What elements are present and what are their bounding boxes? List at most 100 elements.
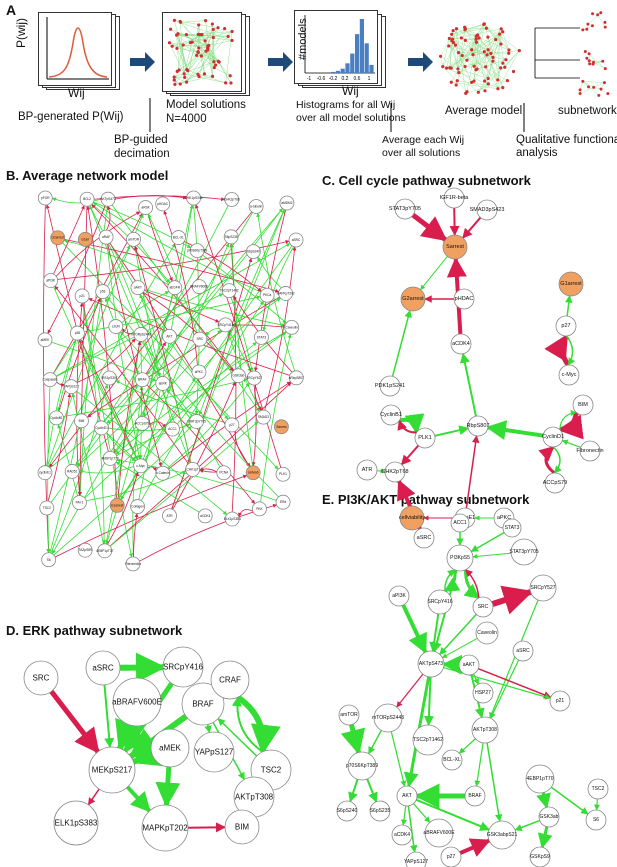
node-label-b16: S6pS240 [247,250,260,254]
solution-node [211,27,215,32]
node-label-cellv: cellviability [399,515,426,521]
edge-b40-b55 [76,388,159,467]
avg-model-node [471,52,475,57]
avg-model-edge [457,29,466,69]
avg-model-node [501,61,505,65]
solution-node [172,78,176,82]
edge-b64-b35 [84,331,287,499]
solution-edge [169,42,185,74]
bp-distribution-curve [46,17,109,80]
avg-model-edge [499,34,502,45]
node-b61 [245,465,261,481]
node-aktpt [471,716,499,744]
subnetwork-node [590,24,594,28]
node-b75 [125,556,141,572]
avg-model-node [485,53,489,57]
solution-edge [183,34,203,46]
edge-b65-b30 [117,340,142,499]
edge-asrc-aktpt [490,659,520,719]
node-acc [544,472,566,494]
node-b51 [224,417,240,433]
node-label-asrc: aSRC [92,664,114,673]
edge-b62-b5 [194,204,282,468]
node-phdac [453,288,475,310]
node-label-bim: BIM [578,402,588,408]
hist-tick-label: -0.6 [317,76,326,82]
edge-b65-b41 [120,377,196,500]
node-b66 [130,499,145,514]
node-label-plk1: PLK1 [418,435,431,441]
node-bim [572,394,594,416]
edge-b45-b43 [63,378,248,417]
avg-model-edge [456,28,492,54]
node-acc1 [450,513,470,533]
node-label-p70: p70S6KpT389 [346,763,378,769]
avg-model-node [453,43,458,47]
node-chk2 [384,461,406,483]
edge-cyclind1-bim [559,409,577,430]
avg-model-edge [475,59,506,70]
avg-model-node [494,37,498,42]
node-label-aktps: AKTpS473 [419,661,443,667]
avg-model-edge [457,34,478,81]
edge-p27-g1 [565,295,573,317]
node-label-b29: cJUN [112,325,120,329]
subnetwork-edge [582,81,605,83]
avg-model-node [483,79,487,83]
avg-model-edge [472,39,496,55]
node-label-b10: G1arr [81,237,90,241]
node-braf [181,682,225,726]
edge-b37-b30 [76,338,136,383]
node-b35 [284,319,300,335]
caption-bp: BP-generated P(Wij) [18,111,124,123]
node-label-b8: aMDM2 [281,201,292,205]
solution-node [211,35,215,40]
node-label-amtor: amTOR [340,712,358,718]
node-b72 [41,552,57,568]
avg-model-edge [457,68,489,79]
edge-b21-b35 [144,289,286,327]
node-label-g2: G2arrest [402,296,424,302]
solution-edge [208,31,233,46]
node-label-b53: Sarrest [276,425,286,429]
solution-edge [179,50,207,71]
node-b2 [100,191,116,207]
node-label-b41: aPKC [195,370,204,374]
avg-model-node [450,37,455,41]
node-b39 [134,372,150,388]
caption-hist-1: Histograms for all Wij [296,99,396,111]
node-label-mapk: MAPKpT202 [142,824,188,833]
solution-edge [180,27,219,85]
average-model-thumbnail [438,11,610,97]
solution-node [230,38,234,43]
hist-bar [345,63,350,73]
edge-b70-b35 [260,333,292,502]
node-ebp [525,764,555,794]
avg-model-node [474,40,479,44]
solution-node [169,27,173,31]
node-label-b38: IRS1pS307 [101,376,118,380]
solution-edge [186,34,201,70]
node-b24 [221,283,237,298]
node-label-stat3: STAT3 [505,525,520,531]
solution-node [181,43,185,47]
avg-model-edge [451,34,477,70]
subnetwork-node [585,27,589,31]
avg-model-node [486,76,490,81]
hist-bar [335,70,340,73]
node-rb [467,415,489,437]
node-label-acdk4: aCDK4 [394,832,410,838]
node-cav [475,621,499,645]
node-label-atr: ATR [362,467,373,473]
solution-edge [186,31,233,83]
node-b14 [189,243,205,259]
node-b49 [165,421,180,437]
solution-node [175,69,179,73]
node-p27 [440,846,462,867]
hist-bar [364,43,369,73]
node-b17 [288,232,304,248]
subnetwork-node [599,11,603,15]
subnetwork-node [603,67,607,71]
node-label-b68: aCDK4 [200,514,211,518]
